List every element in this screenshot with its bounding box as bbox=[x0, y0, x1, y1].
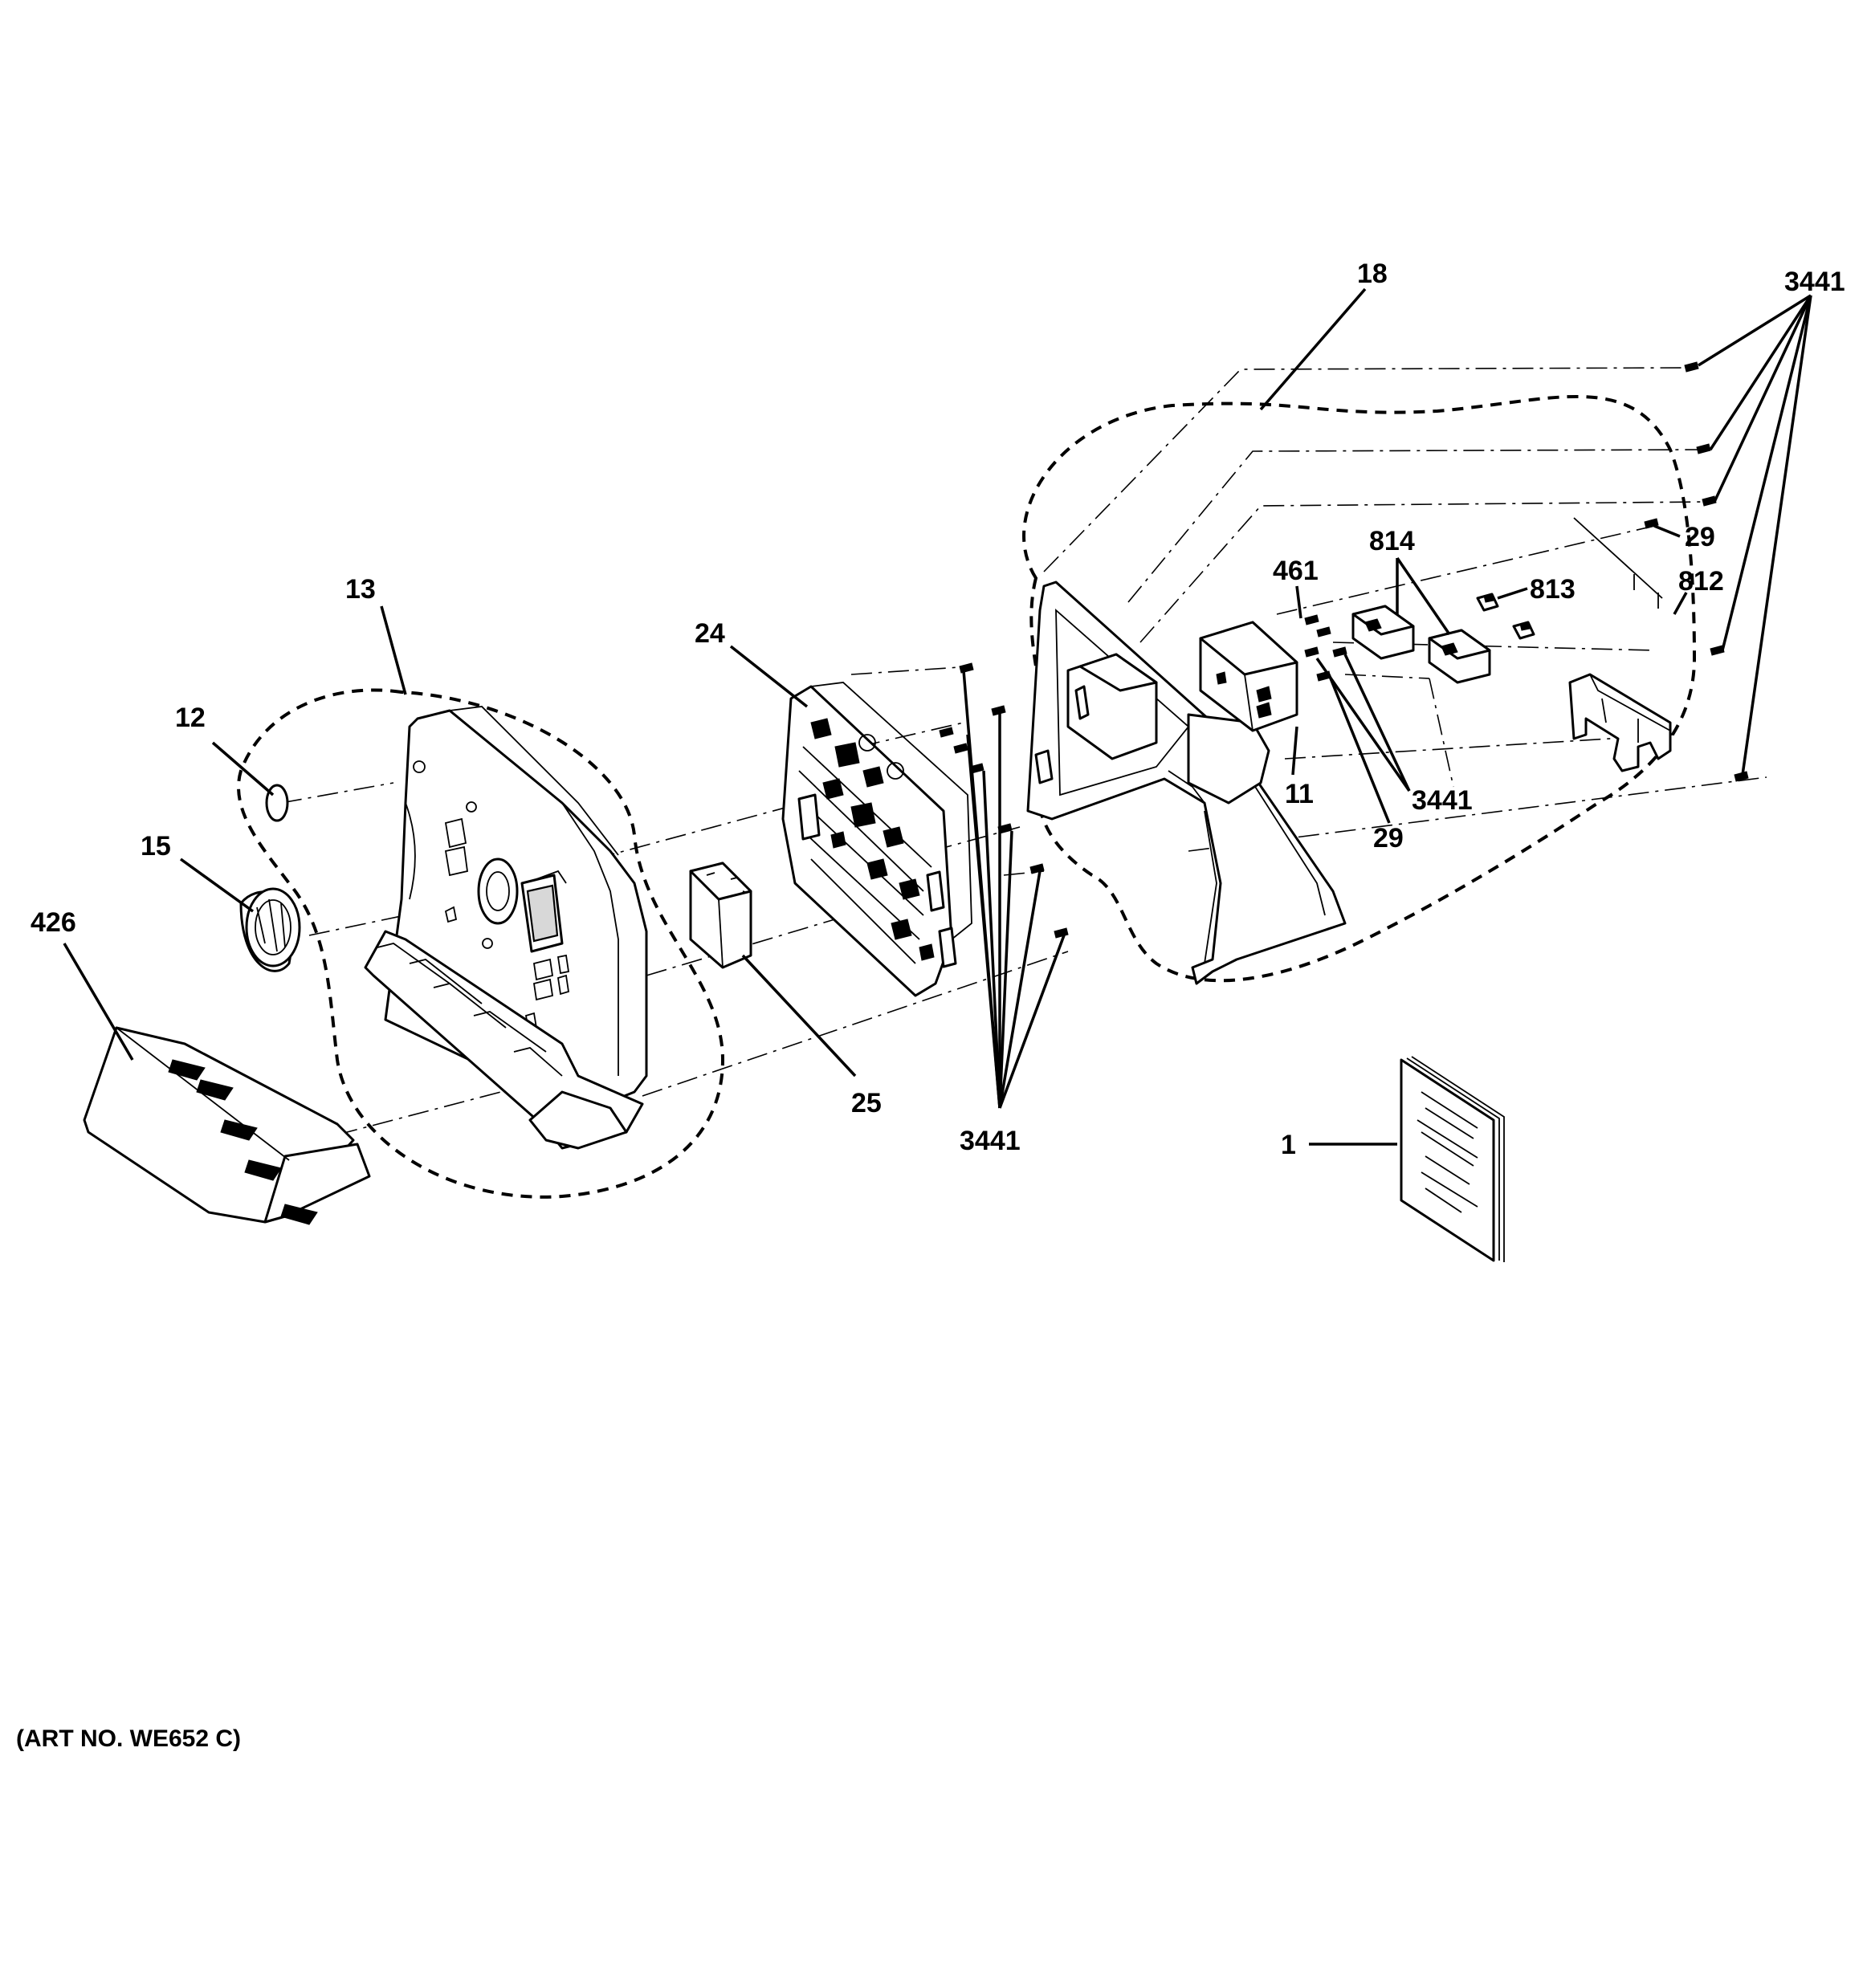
clip-bracket-part bbox=[1568, 673, 1672, 772]
callout-3441-bottom: 3441 bbox=[960, 1126, 1021, 1156]
screw bbox=[1702, 495, 1717, 507]
screw bbox=[1696, 443, 1711, 454]
bracket-part bbox=[1199, 621, 1298, 732]
screw bbox=[1710, 645, 1725, 656]
screw bbox=[1029, 863, 1045, 874]
leader-lines bbox=[63, 287, 1812, 1146]
callout-814: 814 bbox=[1369, 526, 1415, 556]
backsplash-part bbox=[1026, 581, 1347, 985]
callout-812: 812 bbox=[1678, 566, 1724, 597]
screw bbox=[1304, 614, 1319, 625]
screw bbox=[1054, 927, 1069, 939]
screw bbox=[953, 743, 968, 754]
callout-426: 426 bbox=[31, 907, 76, 938]
art-number: (ART NO. WE652 C) bbox=[16, 1725, 241, 1752]
callout-13: 13 bbox=[345, 574, 376, 605]
button-bar-part bbox=[83, 1026, 371, 1225]
module-part bbox=[689, 862, 752, 969]
knob-part bbox=[239, 887, 301, 972]
callout-29-top: 29 bbox=[1685, 522, 1715, 552]
callout-29-bottom: 29 bbox=[1373, 823, 1404, 853]
callout-25: 25 bbox=[851, 1088, 882, 1118]
screw bbox=[1316, 626, 1331, 638]
callout-12: 12 bbox=[175, 703, 206, 733]
group-outline-13 bbox=[237, 688, 725, 1199]
callout-3441-top: 3441 bbox=[1784, 267, 1845, 297]
connector-part bbox=[1351, 605, 1491, 684]
callout-24: 24 bbox=[695, 618, 725, 649]
callout-18: 18 bbox=[1357, 259, 1388, 289]
wire-part bbox=[1573, 517, 1663, 609]
callout-461: 461 bbox=[1273, 556, 1319, 586]
screw bbox=[1332, 646, 1347, 658]
group-outline-18 bbox=[1022, 394, 1697, 983]
callout-15: 15 bbox=[141, 831, 171, 862]
callout-labels: 18 3441 13 24 12 15 426 25 3441 461 814 … bbox=[16, 259, 1845, 1752]
control-board-part bbox=[781, 682, 972, 997]
screw bbox=[959, 662, 974, 674]
harness-clip-part bbox=[1476, 593, 1535, 640]
control-panel-part bbox=[364, 706, 648, 1150]
callout-813: 813 bbox=[1530, 574, 1576, 605]
screw bbox=[1304, 646, 1319, 658]
callout-11: 11 bbox=[1285, 779, 1314, 809]
screw bbox=[939, 727, 954, 738]
literature-packet-part bbox=[1400, 1056, 1505, 1262]
screw bbox=[1684, 361, 1699, 373]
callout-3441-mid: 3441 bbox=[1412, 785, 1473, 816]
callout-1: 1 bbox=[1281, 1130, 1296, 1160]
